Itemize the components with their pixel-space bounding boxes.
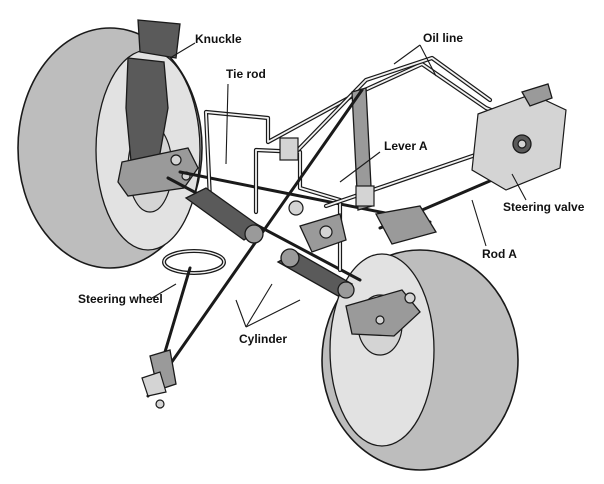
label-lever-a: Lever A — [384, 139, 428, 153]
steering-wheel — [141, 249, 226, 409]
label-rod-a: Rod A — [482, 247, 517, 261]
lower-cylinder — [276, 248, 355, 299]
label-knuckle: Knuckle — [195, 32, 242, 46]
left-wheel — [17, 27, 203, 269]
upper-cylinder — [184, 187, 304, 244]
label-cylinder: Cylinder — [239, 332, 287, 346]
right-knuckle — [345, 205, 438, 337]
label-steering-valve: Steering valve — [503, 200, 585, 214]
label-steering-wheel: Steering wheel — [78, 292, 163, 306]
steering-valve — [471, 83, 567, 191]
label-oil-line: Oil line — [423, 31, 463, 45]
label-tie-rod: Tie rod — [226, 67, 266, 81]
